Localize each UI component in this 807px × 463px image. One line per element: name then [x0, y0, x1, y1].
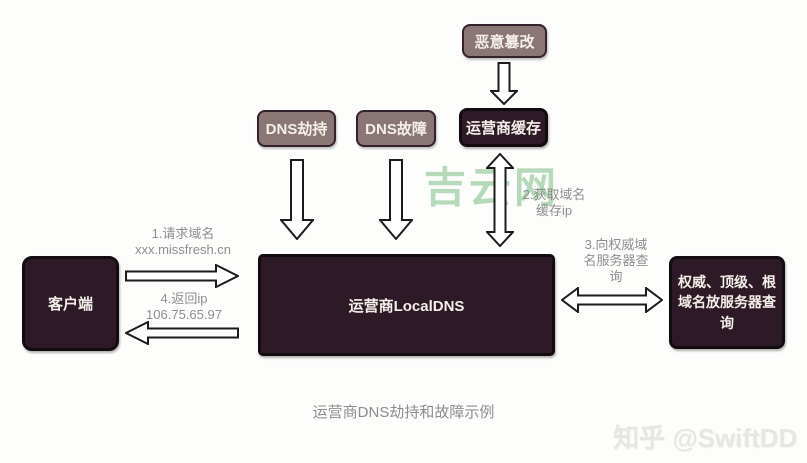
arrow-double-horizontal-icon	[561, 287, 663, 313]
node-authority-dns-label: 权威、顶级、根 域名放服务器查 询	[678, 274, 776, 331]
arrow-down-icon	[490, 62, 518, 105]
watermark-zhihu-credit: 知乎 @SwiftDD	[613, 423, 798, 453]
edge-label-query-authority: 3.向权威域 名服务器查 询	[583, 237, 649, 284]
arrow-down-icon	[379, 159, 413, 240]
node-client: 客户端	[22, 256, 119, 351]
arrow-left-icon	[125, 321, 239, 345]
diagram-caption: 运营商DNS劫持和故障示例	[312, 404, 495, 421]
edge-label-return-ip: 4.返回ip 106.75.65.97	[146, 291, 222, 322]
node-authority-dns: 权威、顶级、根 域名放服务器查 询	[669, 256, 785, 349]
node-isp-cache: 运营商缓存	[459, 108, 548, 147]
watermark-center: 吉云网	[424, 164, 560, 211]
node-isp-local-dns: 运营商LocalDNS	[258, 254, 555, 356]
arrow-down-icon	[280, 159, 314, 240]
arrow-double-vertical-icon	[486, 153, 514, 247]
edge-label-request-domain: 1.请求域名 xxx.missfresh.cn	[134, 226, 232, 257]
node-dns-hijack: DNS劫持	[257, 110, 336, 147]
node-malicious-tamper: 恶意篡改	[462, 24, 547, 58]
arrow-right-icon	[125, 264, 239, 288]
edge-label-get-cache-ip: 2.获取域名 缓存ip	[522, 187, 586, 218]
node-dns-failure: DNS故障	[356, 110, 436, 147]
